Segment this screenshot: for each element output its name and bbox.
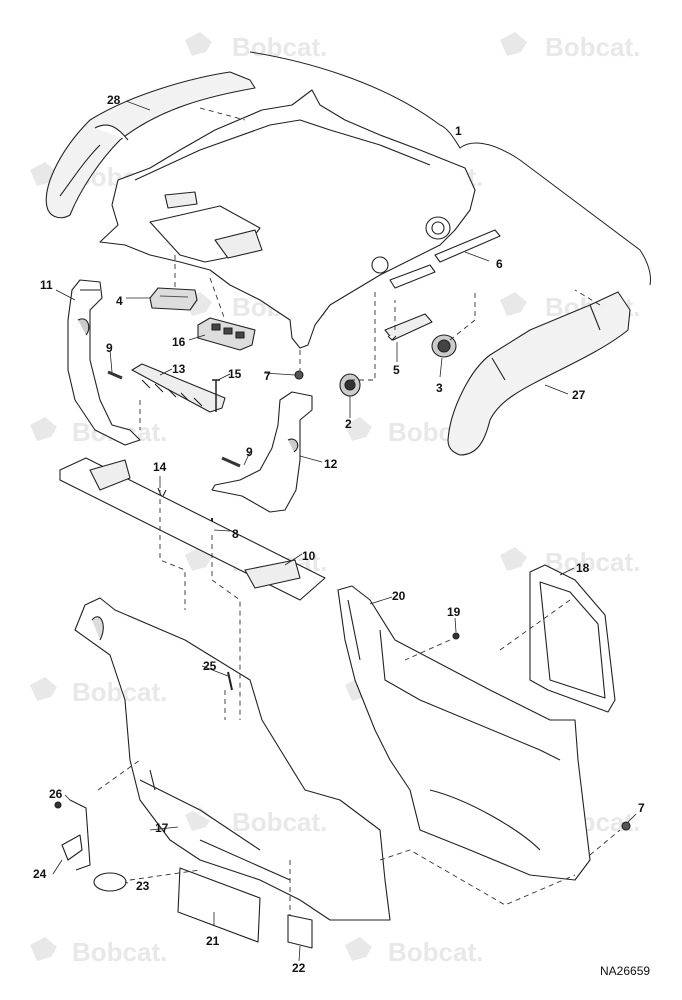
bolt-26 xyxy=(54,801,62,809)
callout-14: 14 xyxy=(153,460,167,474)
callout-26: 26 xyxy=(49,787,63,801)
callout-21: 21 xyxy=(206,934,220,948)
callout-17: 17 xyxy=(155,821,169,835)
group-bracket-1 xyxy=(249,51,651,286)
side-panel-20 xyxy=(337,585,591,881)
floor-plate-10 xyxy=(59,457,326,601)
pad-22 xyxy=(287,914,313,949)
bracket-5 xyxy=(384,313,433,341)
callout-7: 7 xyxy=(264,369,271,383)
rear-panel-17 xyxy=(74,597,391,921)
callout-labels: 1 2 3 4 5 6 7 7 8 9 9 10 11 12 13 14 15 … xyxy=(33,93,645,975)
trim-27 xyxy=(447,291,631,456)
watermark: Bobcat. xyxy=(500,32,640,62)
spring-9 xyxy=(107,370,123,380)
callout-5: 5 xyxy=(393,363,400,377)
grommet-19 xyxy=(452,632,460,640)
callout-9b: 9 xyxy=(246,445,253,459)
part-drawings xyxy=(45,71,631,949)
callout-27: 27 xyxy=(572,388,586,402)
svg-text:Bobcat.: Bobcat. xyxy=(232,807,327,837)
svg-text:Bobcat.: Bobcat. xyxy=(388,937,483,967)
pillar-11 xyxy=(67,279,141,446)
assembly-lines xyxy=(97,107,621,915)
callout-11: 11 xyxy=(40,278,53,292)
callout-4: 4 xyxy=(116,294,123,308)
svg-text:Bobcat.: Bobcat. xyxy=(545,547,640,577)
diagram-reference: NA26659 xyxy=(600,964,650,978)
rivet-7 xyxy=(621,821,631,831)
watermark: Bobcat. xyxy=(500,547,640,577)
callout-15: 15 xyxy=(228,367,242,381)
comb-bracket-13 xyxy=(131,363,226,413)
watermark: Bobcat. xyxy=(185,807,327,837)
callout-1: 1 xyxy=(455,124,462,138)
callout-9: 9 xyxy=(106,341,113,355)
callout-19: 19 xyxy=(447,605,461,619)
leader-lines xyxy=(52,100,637,962)
watermark: Bobcat. xyxy=(30,937,167,967)
callout-24: 24 xyxy=(33,867,47,881)
nut-7 xyxy=(294,370,304,380)
callout-22: 22 xyxy=(292,961,306,975)
callout-6: 6 xyxy=(496,257,503,271)
trim-strip-28 xyxy=(45,71,256,219)
svg-text:Bobcat.: Bobcat. xyxy=(545,32,640,62)
dome-light-4 xyxy=(149,287,198,311)
watermark: Bobcat. xyxy=(185,32,327,62)
callout-23: 23 xyxy=(136,879,150,893)
callout-16: 16 xyxy=(172,335,186,349)
callout-28: 28 xyxy=(107,93,121,107)
svg-text:Bobcat.: Bobcat. xyxy=(232,32,327,62)
svg-text:Bobcat.: Bobcat. xyxy=(72,937,167,967)
callout-7b: 7 xyxy=(638,801,645,815)
watermark: Bobcat. xyxy=(345,937,483,967)
callout-18: 18 xyxy=(576,561,590,575)
spring-9b xyxy=(221,456,241,468)
speaker-grille-3 xyxy=(431,334,457,358)
cable-tie-23 xyxy=(93,872,127,892)
pillar-12 xyxy=(211,391,313,513)
switch-panel-16 xyxy=(197,317,256,351)
callout-25: 25 xyxy=(203,659,217,673)
callout-20: 20 xyxy=(392,589,406,603)
edge-trim-6 xyxy=(434,229,501,263)
callout-2: 2 xyxy=(345,417,352,431)
callout-10: 10 xyxy=(302,549,316,563)
pad-21 xyxy=(177,867,261,943)
svg-text:Bobcat.: Bobcat. xyxy=(72,677,167,707)
headliner-1 xyxy=(99,89,476,349)
watermark: Bobcat. xyxy=(30,677,167,707)
speaker-2 xyxy=(339,373,361,397)
window-panel-18 xyxy=(529,564,616,713)
callout-12: 12 xyxy=(324,457,338,471)
callout-8: 8 xyxy=(232,527,239,541)
screw-25 xyxy=(227,671,233,691)
callout-3: 3 xyxy=(436,381,443,395)
callout-13: 13 xyxy=(172,362,186,376)
bracket-24 xyxy=(61,799,91,871)
